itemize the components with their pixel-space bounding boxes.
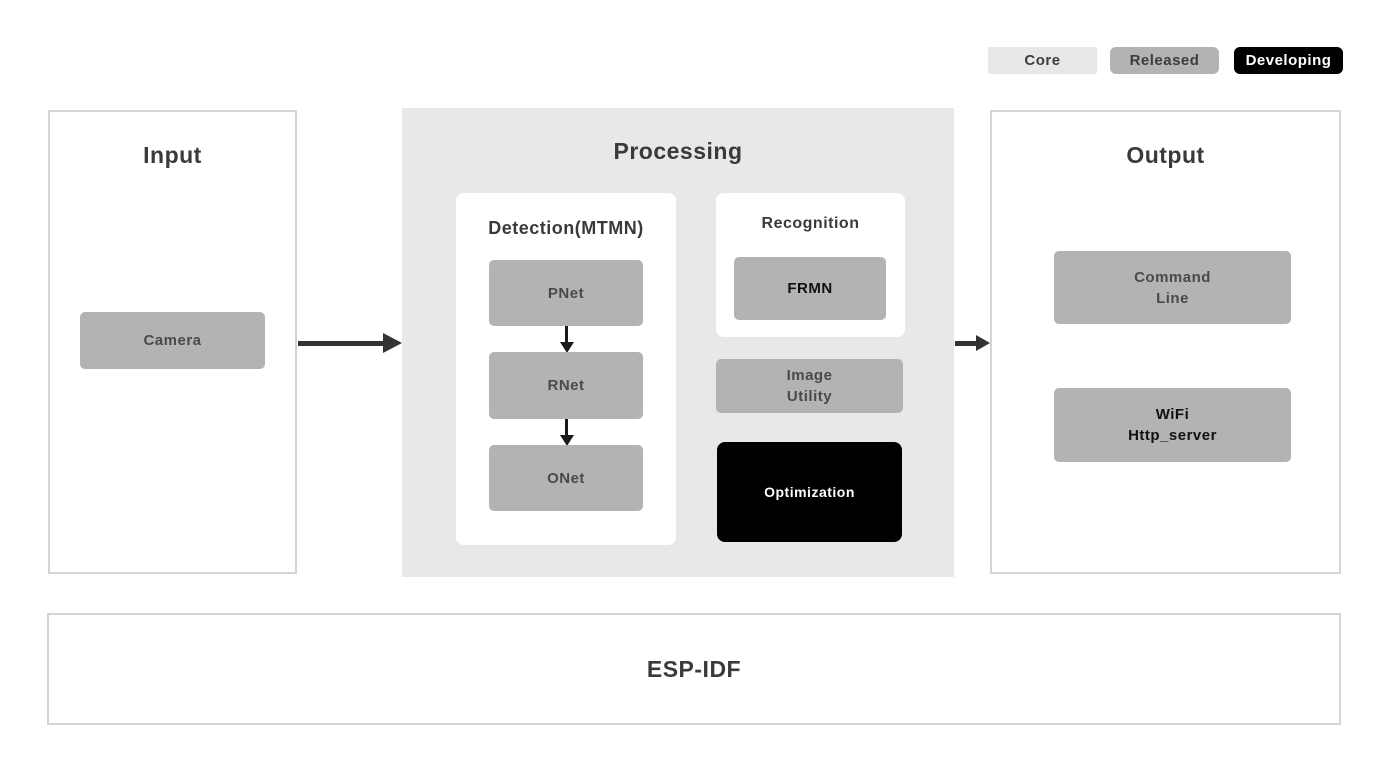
- frmn-node-label: FRMN: [787, 280, 833, 297]
- detection-group: Detection(MTMN) PNet RNet ONet: [456, 193, 676, 545]
- legend-core-label: Core: [1024, 52, 1061, 69]
- arrow-head-icon: [976, 335, 990, 351]
- pnet-node: PNet: [489, 260, 643, 326]
- image-utility-node: Image Utility: [716, 359, 903, 413]
- arrow-head-icon: [559, 342, 574, 353]
- image-utility-label-line2: Utility: [786, 388, 833, 405]
- optimization-node-label: Optimization: [764, 483, 855, 500]
- wifi-http-server-node: WiFi Http_server: [1054, 388, 1291, 462]
- arrow-shaft: [565, 326, 568, 342]
- legend-core-swatch: Core: [988, 47, 1097, 74]
- command-line-node: Command Line: [1054, 251, 1291, 324]
- camera-node-label: Camera: [143, 332, 202, 349]
- arrow-shaft: [955, 340, 976, 346]
- esp-idf-panel: ESP-IDF: [47, 613, 1341, 725]
- legend-developing-label: Developing: [1245, 52, 1332, 69]
- image-utility-label-line1: Image: [786, 367, 833, 384]
- rnet-node: RNet: [489, 352, 643, 419]
- arrow-pnet-to-rnet: [559, 326, 574, 353]
- pnet-node-label: PNet: [547, 284, 585, 302]
- arrow-head-icon: [559, 435, 574, 446]
- onet-node: ONet: [489, 445, 643, 511]
- output-panel-title: Output: [1126, 142, 1205, 168]
- input-panel-title: Input: [143, 142, 202, 168]
- input-panel: Input Camera: [48, 110, 297, 574]
- rnet-node-label: RNet: [547, 377, 585, 394]
- output-panel: Output Command Line WiFi Http_server: [990, 110, 1341, 574]
- processing-panel: Processing Detection(MTMN) PNet RNet ONe…: [402, 108, 954, 577]
- recognition-group: Recognition FRMN: [716, 193, 905, 337]
- arrow-head-icon: [383, 333, 402, 353]
- legend-developing-swatch: Developing: [1234, 47, 1343, 74]
- camera-node: Camera: [80, 312, 265, 369]
- legend-released-label: Released: [1129, 52, 1200, 69]
- recognition-group-title: Recognition: [761, 215, 860, 232]
- arrow-shaft: [298, 340, 383, 346]
- onet-node-label: ONet: [547, 469, 585, 487]
- wifi-label-line1: WiFi: [1155, 406, 1190, 423]
- esp-idf-title: ESP-IDF: [646, 655, 742, 682]
- detection-group-title: Detection(MTMN): [488, 218, 644, 238]
- command-line-label-line1: Command: [1134, 268, 1211, 286]
- frmn-node: FRMN: [734, 257, 886, 320]
- legend-released-swatch: Released: [1110, 47, 1219, 74]
- processing-panel-title: Processing: [613, 138, 743, 164]
- optimization-node: Optimization: [717, 442, 902, 542]
- arrow-shaft: [565, 419, 568, 435]
- wifi-label-line2: Http_server: [1128, 427, 1217, 444]
- arrow-processing-to-output: [955, 332, 990, 354]
- command-line-label-line2: Line: [1156, 289, 1189, 307]
- arrow-input-to-processing: [298, 332, 402, 354]
- arrow-rnet-to-onet: [559, 419, 574, 446]
